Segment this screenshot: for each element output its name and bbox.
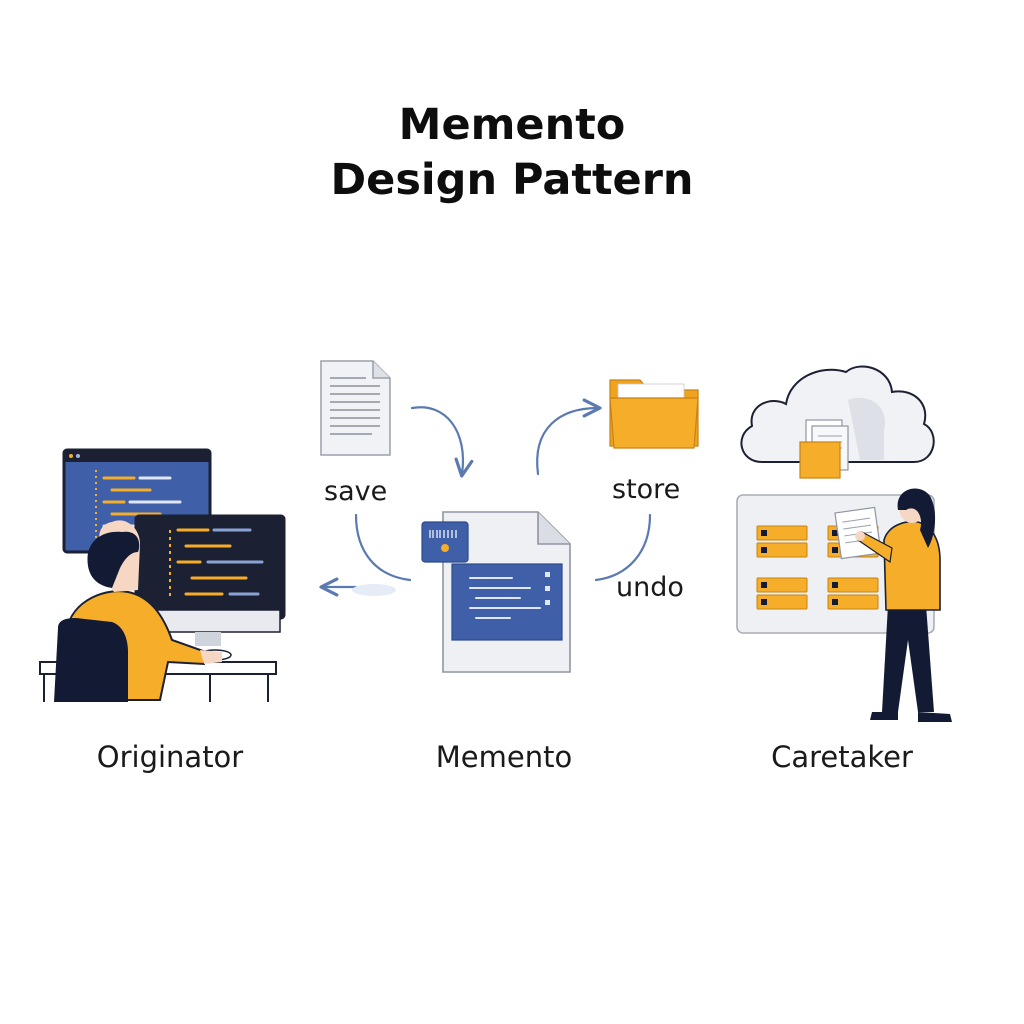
undo-return-curve-right <box>594 513 652 582</box>
save-label: save <box>324 476 388 507</box>
memento-badge <box>421 521 469 563</box>
memento-label: Memento <box>435 740 573 774</box>
motion-trail <box>352 584 396 596</box>
cloud-icon <box>740 365 935 479</box>
caretaker-label: Caretaker <box>771 740 913 774</box>
caretaker-person <box>834 488 952 722</box>
memento-document <box>421 511 571 673</box>
undo-return-curve-left <box>354 513 412 582</box>
chair <box>54 618 128 702</box>
document-icon <box>320 360 391 456</box>
undo-label: undo <box>616 572 684 603</box>
front-monitor <box>134 514 286 646</box>
originator-label: Originator <box>96 740 244 774</box>
folder-icon <box>609 379 699 449</box>
title-line-1: Memento <box>398 100 626 150</box>
storage-panel <box>736 494 935 634</box>
store-label: store <box>612 474 681 505</box>
title-line-2: Design Pattern <box>330 155 694 205</box>
flow-arrows <box>319 398 652 597</box>
originator-illustration <box>39 448 286 702</box>
save-arrow <box>410 406 474 478</box>
store-arrow <box>536 398 602 476</box>
diagram-title: Memento Design Pattern <box>0 98 1024 208</box>
